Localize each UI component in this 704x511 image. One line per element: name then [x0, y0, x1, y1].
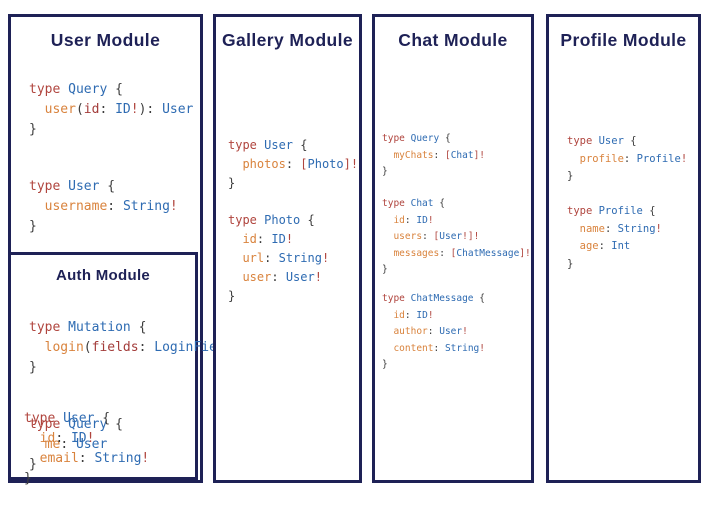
user-module-panel: User Module type Query { user(id: ID!): … — [8, 14, 295, 486]
gallery-module-panel: Gallery Module type User { photos: [Phot… — [213, 14, 362, 483]
code-block: type Query { me: User} — [29, 415, 123, 475]
code-line: type Mutation { — [29, 320, 147, 335]
code-line: } — [29, 122, 37, 137]
code-block: type User { username: String!} — [29, 177, 178, 237]
code-line: myChats: [Chat]! — [393, 149, 486, 161]
chat-module-panel: Chat Module type Query { myChats: [Chat]… — [372, 14, 534, 483]
user-module-title: User Module — [50, 30, 161, 50]
code-line: type Profile { — [567, 205, 656, 217]
code-line: user: User! — [242, 270, 322, 284]
code-line: username: String! — [44, 199, 178, 214]
code-line: author: User! — [393, 326, 468, 337]
auth-module-panel: Auth Module type Mutation { login(fields… — [8, 252, 295, 486]
code-block: type Query { user(id: ID!): User} — [29, 80, 193, 140]
code-line: type User { — [567, 135, 637, 147]
code-line: } — [382, 166, 388, 177]
code-line: } — [567, 257, 574, 270]
code-line: photos: [Photo]! — [242, 157, 359, 171]
code-line: } — [228, 289, 236, 303]
code-line: } — [29, 360, 37, 375]
code-line: age: Int — [579, 240, 631, 252]
code-block: type User { profile: Profile!} — [567, 133, 687, 186]
code-line: users: [User!]! — [393, 231, 480, 242]
code-line: } — [29, 219, 37, 234]
code-line: content: String! — [393, 342, 486, 354]
code-block: type ChatMessage { id: ID! author: User!… — [382, 291, 485, 374]
auth-module-title: Auth Module — [55, 267, 151, 284]
code-block: type User { id: ID! email: String!} — [24, 409, 149, 489]
code-block: type Query { myChats: [Chat]!} — [382, 131, 485, 181]
code-line: user(id: ID!): User — [44, 102, 194, 117]
code-line: type Query { — [29, 82, 123, 97]
code-line: } — [24, 471, 32, 486]
code-line: type User { — [24, 411, 111, 426]
code-line: id: ID! — [39, 431, 95, 446]
code-line: name: String! — [579, 222, 662, 235]
code-line: id: ID! — [393, 214, 434, 226]
code-line: type ChatMessage { — [382, 293, 485, 304]
code-line: } — [228, 176, 236, 190]
code-line: type Query { — [29, 417, 123, 432]
code-line: messages: [ChatMessage]! — [393, 247, 531, 259]
code-line: type Photo { — [228, 213, 315, 227]
code-block: type Chat { id: ID! users: [User!]! mess… — [382, 196, 531, 279]
code-line: type User { — [228, 138, 308, 152]
code-block: type Photo { id: ID! url: String! user: … — [228, 211, 329, 306]
code-line: url: String! — [242, 251, 330, 265]
gallery-module-title: Gallery Module — [221, 30, 354, 50]
code-line: type User { — [29, 179, 116, 194]
code-line: id: ID! — [393, 309, 434, 321]
code-line: profile: Profile! — [579, 152, 688, 165]
profile-module-title: Profile Module — [560, 30, 687, 50]
code-line: } — [29, 457, 37, 472]
code-line: } — [382, 264, 388, 275]
code-line: id: ID! — [242, 232, 294, 246]
code-block: type User { photos: [Photo]!} — [228, 136, 358, 193]
code-line: type Chat { — [382, 198, 445, 209]
code-line: } — [382, 359, 388, 370]
code-line: type Query { — [382, 133, 451, 144]
code-line: me: User — [44, 437, 108, 452]
code-line: email: String! — [39, 451, 150, 466]
code-line: } — [567, 170, 574, 182]
profile-module-panel: Profile Module type User { profile: Prof… — [546, 14, 701, 483]
code-block: type Profile { name: String! age: Int} — [567, 203, 662, 273]
chat-module-title: Chat Module — [398, 30, 508, 50]
